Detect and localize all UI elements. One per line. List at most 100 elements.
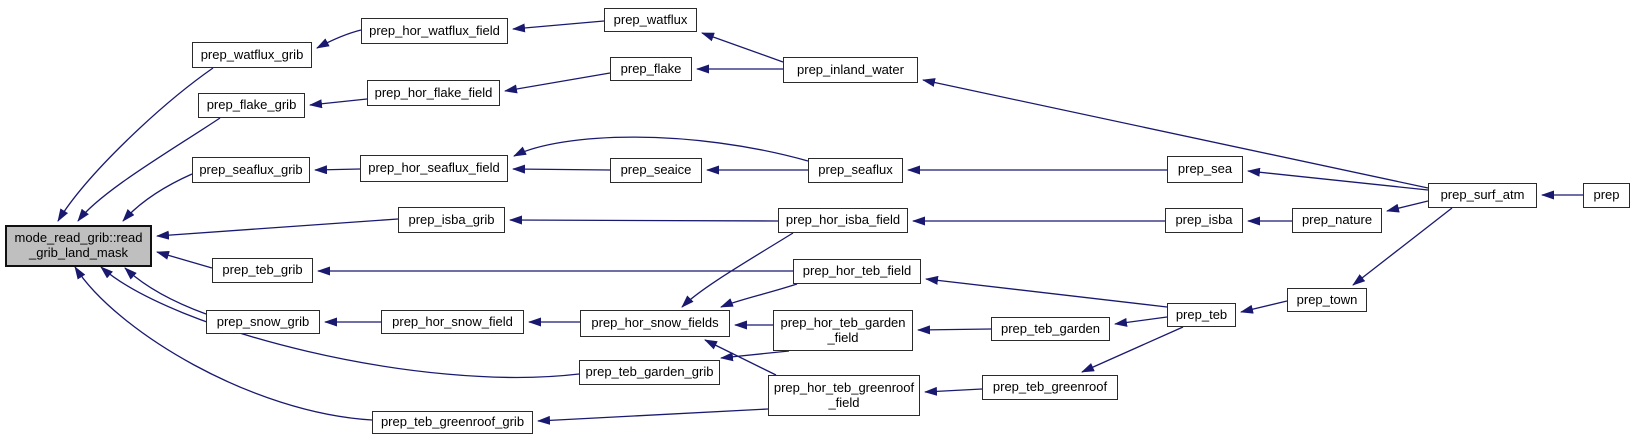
node-prep_hor_isba_field[interactable]: prep_hor_isba_field bbox=[778, 208, 908, 233]
node-label: prep_seaflux_grib bbox=[199, 161, 303, 177]
node-prep[interactable]: prep bbox=[1583, 183, 1630, 208]
edge-prep_flake-to-prep_hor_flake_field bbox=[504, 72, 611, 94]
node-prep_teb[interactable]: prep_teb bbox=[1167, 303, 1236, 327]
node-prep_hor_teb_greenroof_field[interactable]: prep_hor_teb_greenroof _field bbox=[768, 375, 920, 416]
node-label: prep_snow_grib bbox=[216, 313, 310, 329]
edge-prep_seaflux_grib-to-central bbox=[122, 173, 193, 222]
edge-prep_seaice-to-prep_hor_seaflux_field bbox=[512, 164, 611, 174]
edge-prep_hor_teb_greenroof_field-to-prep_teb_greenroof_grib bbox=[537, 408, 769, 425]
node-label: prep_seaice bbox=[620, 162, 692, 178]
node-prep_flake[interactable]: prep_flake bbox=[610, 57, 692, 81]
node-prep_isba[interactable]: prep_isba bbox=[1165, 208, 1243, 233]
edge-prep_teb_grib-to-central bbox=[156, 251, 213, 269]
edge-prep_teb_garden-to-prep_hor_teb_garden_field bbox=[917, 325, 992, 335]
node-label: prep_hor_snow_field bbox=[392, 313, 513, 329]
edge-prep_snow_grib-to-central bbox=[124, 267, 207, 315]
node-label: prep bbox=[1593, 187, 1620, 203]
node-prep_flake_grib[interactable]: prep_flake_grib bbox=[198, 93, 305, 118]
node-prep_hor_seaflux_field[interactable]: prep_hor_seaflux_field bbox=[360, 155, 508, 182]
edge-prep_isba_grib-to-central bbox=[156, 218, 399, 240]
node-label: prep_hor_watflux_field bbox=[369, 22, 500, 38]
edge-prep_seaflux-to-prep_hor_seaflux_field-arc bbox=[513, 136, 809, 162]
node-label: prep_hor_seaflux_field bbox=[368, 160, 500, 176]
node-label: _field bbox=[828, 394, 860, 410]
node-label: prep_watflux_grib bbox=[200, 46, 304, 62]
edge-prep_hor_teb_garden_field-to-prep_teb_garden_grib bbox=[720, 350, 790, 362]
edge-prep_inland_water-to-prep_watflux bbox=[701, 32, 784, 63]
edge-prep_hor_isba_field-to-prep_hor_snow_fields bbox=[681, 232, 794, 308]
node-label: prep_town bbox=[1296, 291, 1358, 307]
edge-prep_surf_atm-to-prep_sea bbox=[1247, 167, 1429, 191]
node-label: prep_hor_teb_garden bbox=[780, 314, 906, 330]
node-label: prep_nature bbox=[1301, 212, 1373, 228]
edge-prep_teb_garden_grib-to-central bbox=[100, 266, 580, 379]
node-prep_isba_grib[interactable]: prep_isba_grib bbox=[398, 207, 505, 233]
node-prep_seaice[interactable]: prep_seaice bbox=[610, 158, 702, 183]
node-label: prep_hor_teb_greenroof bbox=[773, 379, 915, 395]
node-prep_nature[interactable]: prep_nature bbox=[1292, 208, 1382, 233]
edge-prep_teb_greenroof-to-prep_hor_teb_greenroof_field bbox=[924, 386, 983, 396]
node-prep_seaflux_grib[interactable]: prep_seaflux_grib bbox=[192, 157, 310, 183]
node-prep_hor_teb_field[interactable]: prep_hor_teb_field bbox=[793, 259, 921, 284]
node-label: prep_hor_flake_field bbox=[374, 84, 493, 100]
edge-prep_hor_flake_field-to-prep_flake_grib bbox=[309, 98, 368, 109]
node-label: prep_watflux bbox=[613, 11, 688, 27]
node-prep_hor_watflux_field[interactable]: prep_hor_watflux_field bbox=[361, 18, 508, 44]
edge-prep_teb-to-prep_hor_teb_field bbox=[925, 275, 1168, 308]
node-label: prep_sea bbox=[1177, 161, 1233, 177]
edge-prep_hor_teb_greenroof_field-to-prep_hor_snow_fields bbox=[704, 339, 777, 376]
edge-prep_hor_isba_field-to-prep_isba_grib bbox=[509, 215, 779, 225]
node-label: prep_hor_isba_field bbox=[785, 212, 901, 228]
edge-prep_town-to-prep_teb bbox=[1240, 300, 1288, 314]
node-label: _grib_land_mask bbox=[28, 245, 128, 260]
edge-prep_teb-to-prep_teb_garden bbox=[1114, 316, 1168, 327]
node-prep_teb_garden[interactable]: prep_teb_garden bbox=[991, 317, 1110, 341]
node-label: prep_inland_water bbox=[797, 61, 904, 77]
edge-prep_watflux_grib-to-central bbox=[57, 67, 214, 222]
node-prep_town[interactable]: prep_town bbox=[1287, 288, 1367, 312]
node-label: prep_seaflux bbox=[818, 162, 893, 178]
node-label: prep_hor_snow_fields bbox=[591, 315, 719, 331]
node-prep_snow_grib[interactable]: prep_snow_grib bbox=[206, 310, 320, 334]
edge-prep_surf_atm-to-prep_nature bbox=[1386, 200, 1429, 213]
node-prep_watflux[interactable]: prep_watflux bbox=[604, 8, 697, 32]
node-prep_teb_greenroof[interactable]: prep_teb_greenroof bbox=[982, 375, 1118, 400]
edge-prep_surf_atm-to-prep_town bbox=[1352, 207, 1453, 286]
node-label: prep_teb_garden_grib bbox=[585, 364, 714, 380]
node-prep_sea[interactable]: prep_sea bbox=[1167, 156, 1243, 183]
node-prep_inland_water[interactable]: prep_inland_water bbox=[783, 57, 918, 83]
edge-prep_hor_teb_field-to-prep_hor_snow_fields bbox=[720, 283, 798, 308]
node-prep_seaflux[interactable]: prep_seaflux bbox=[808, 158, 903, 183]
node-prep_surf_atm[interactable]: prep_surf_atm bbox=[1428, 183, 1537, 208]
node-prep_teb_grib[interactable]: prep_teb_grib bbox=[212, 258, 313, 283]
node-prep_teb_greenroof_grib[interactable]: prep_teb_greenroof_grib bbox=[372, 411, 533, 434]
edge-prep_teb-to-prep_teb_greenroof bbox=[1081, 326, 1184, 373]
node-prep_watflux_grib[interactable]: prep_watflux_grib bbox=[192, 42, 312, 68]
node-label: prep_teb_greenroof_grib bbox=[380, 414, 525, 430]
edge-prep_surf_atm-to-prep_inland_water bbox=[922, 78, 1429, 189]
edge-prep_flake_grib-to-central bbox=[77, 117, 221, 222]
edge-prep_watflux-to-prep_hor_watflux_field bbox=[512, 20, 605, 33]
node-label: prep_isba_grib bbox=[408, 211, 495, 227]
edge-prep_hor_watflux_field-to-prep_watflux_grib bbox=[316, 29, 362, 49]
node-label: prep_isba bbox=[1175, 212, 1233, 228]
edge-prep_hor_seaflux_field-to-prep_seaflux_grib bbox=[314, 165, 361, 175]
edge-prep_teb_greenroof_grib-to-central bbox=[74, 266, 373, 421]
node-prep_hor_teb_garden_field[interactable]: prep_hor_teb_garden _field bbox=[773, 310, 913, 351]
node-label: prep_teb_greenroof bbox=[992, 379, 1108, 395]
node-label: _field bbox=[827, 329, 859, 345]
node-prep_hor_snow_fields[interactable]: prep_hor_snow_fields bbox=[580, 310, 730, 337]
node-prep_hor_snow_field[interactable]: prep_hor_snow_field bbox=[381, 310, 524, 334]
node-label: prep_flake_grib bbox=[206, 97, 297, 113]
node-label: prep_surf_atm bbox=[1440, 187, 1525, 203]
node-label: prep_teb_garden bbox=[1000, 320, 1101, 336]
node-label: prep_flake bbox=[620, 60, 682, 76]
node-prep_teb_garden_grib[interactable]: prep_teb_garden_grib bbox=[579, 360, 720, 385]
node-prep_hor_flake_field[interactable]: prep_hor_flake_field bbox=[367, 80, 500, 106]
node-label: mode_read_grib::read bbox=[14, 230, 143, 246]
node-label: prep_teb_grib bbox=[222, 262, 303, 278]
node-label: prep_hor_teb_field bbox=[802, 263, 912, 279]
node-mode_read_grib-read_grib_land_mask: mode_read_grib::read _grib_land_mask bbox=[5, 225, 152, 267]
